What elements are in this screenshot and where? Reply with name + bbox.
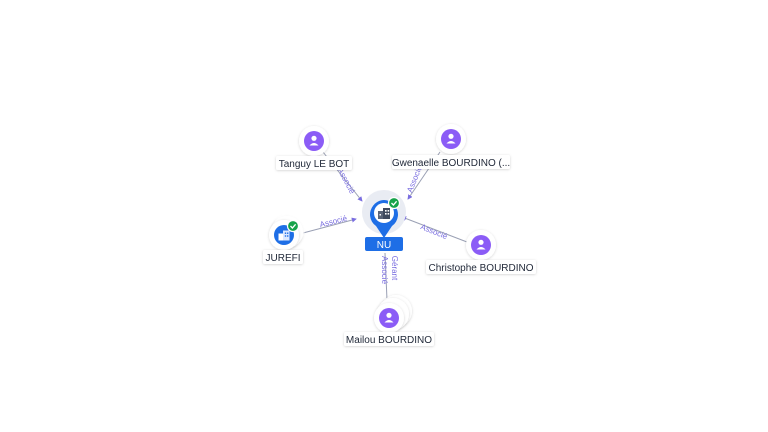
edge-jurefi[interactable]: Associé <box>302 214 357 234</box>
edge-mailou[interactable]: Gérant Associé <box>380 252 399 301</box>
node-label-mailou: Mailou BOURDINO <box>346 335 432 346</box>
node-tanguy[interactable]: Tanguy LE BOT <box>276 126 352 170</box>
node-jurefi[interactable]: JUREFI <box>263 213 305 264</box>
edge-christophe[interactable]: Associé <box>401 216 468 243</box>
person-icon <box>309 135 319 146</box>
company-building-icon <box>378 208 390 219</box>
edge-label-jurefi: Associé <box>319 214 349 230</box>
node-mailou[interactable]: Mailou BOURDINO <box>344 295 434 346</box>
node-gwenaelle[interactable]: Gwenaelle BOURDINO (... <box>392 124 510 169</box>
node-christophe[interactable]: Christophe BOURDINO <box>426 230 536 274</box>
edge-label-mailou-line2: Associé <box>380 256 389 285</box>
center-node-label: NU <box>377 240 391 251</box>
person-icon <box>384 312 394 323</box>
node-label-christophe: Christophe BOURDINO <box>428 263 533 274</box>
node-label-gwenaelle: Gwenaelle BOURDINO (... <box>392 158 510 169</box>
verified-check-icon <box>387 196 401 210</box>
node-label-jurefi: JUREFI <box>266 253 301 264</box>
center-node[interactable]: NU <box>362 190 406 251</box>
company-building-icon <box>278 230 290 241</box>
edge-label-christophe: Associé <box>419 222 449 241</box>
edge-label-tanguy: Associé <box>336 166 357 195</box>
verified-check-icon <box>286 219 300 233</box>
person-icon <box>476 239 486 250</box>
person-icon <box>446 133 456 144</box>
node-label-tanguy: Tanguy LE BOT <box>279 159 350 170</box>
edge-label-mailou-line1: Gérant <box>390 256 399 281</box>
